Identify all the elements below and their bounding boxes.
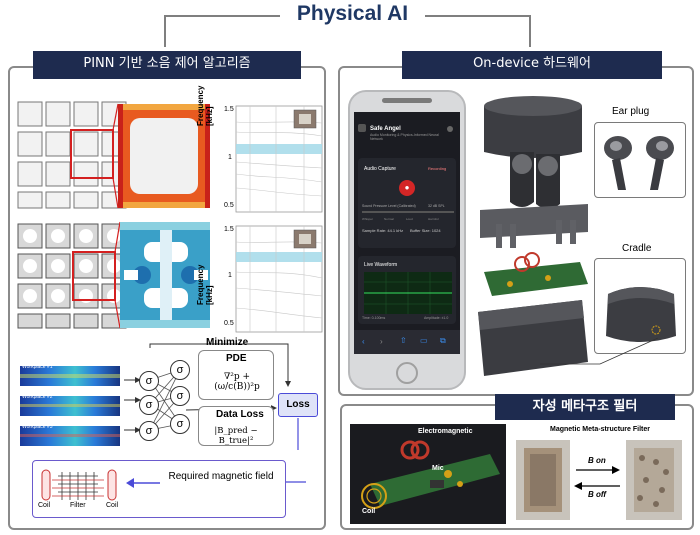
workplace-2-label: Workplace #2: [22, 394, 53, 400]
pde-box: [198, 350, 274, 400]
required-field-label: Required magnetic field: [168, 471, 274, 482]
plot2-tick-1: 1.5: [224, 226, 234, 233]
nn-node-3: σ: [139, 421, 159, 441]
electromagnetic-label: Electromagnetic: [418, 428, 473, 435]
nn-node-1: σ: [139, 371, 159, 391]
coil-label-left: Coil: [38, 502, 51, 509]
nn-node-6: σ: [170, 414, 190, 434]
nn-node-4: σ: [170, 360, 190, 380]
buffer-size: Buffer Size: 1024: [410, 228, 441, 233]
cradle-pointer: [540, 337, 659, 365]
workplace-spectrograms: [20, 366, 120, 446]
title-connector: [164, 15, 531, 47]
filter-title: Magnetic Meta-structure Filter: [550, 426, 650, 433]
amplitude-label: Amplitude: ±1.0: [424, 316, 449, 320]
coil-label-right: Coil: [106, 502, 119, 509]
ear-plug-label: Ear plug: [612, 106, 650, 117]
back-icon[interactable]: ‹: [362, 337, 365, 346]
data-loss-title: Data Loss: [216, 409, 264, 420]
audio-capture-card: [358, 158, 456, 248]
b-on-label: B on: [588, 456, 606, 465]
scale-whisper: Whisper: [362, 217, 374, 221]
minimize-label: Minimize: [206, 337, 249, 348]
b-off-label: B off: [588, 490, 607, 499]
filter-panel-header: 자성 메타구조 필터: [495, 394, 675, 420]
tabs-icon[interactable]: ⧉: [440, 336, 446, 345]
share-icon[interactable]: ⇧: [400, 336, 407, 345]
coil-label: Coil: [362, 508, 376, 515]
lattice-simulation-figure: [17, 101, 323, 333]
feedback-link: [286, 481, 306, 483]
nn-node-5: σ: [170, 386, 190, 406]
mic-label: Mic: [432, 465, 444, 472]
recording-status: Recording: [428, 166, 447, 171]
plot1-tick-2: 1: [228, 154, 232, 161]
workplace-3-label: Workplace #3: [22, 424, 53, 430]
left-panel-header: PINN 기반 소음 제어 알고리즘: [33, 51, 301, 79]
phone-home-button[interactable]: [396, 362, 418, 384]
pde-title: PDE: [226, 353, 247, 364]
sample-rate: Sample Rate: 44.1 kHz: [362, 228, 404, 233]
waveform-title: Live Waveform: [364, 262, 398, 268]
scale-normal: Normal: [384, 217, 394, 221]
waveform-plot: [364, 272, 452, 314]
scale-harmful: Harmful: [428, 217, 439, 221]
data-loss-box: [198, 406, 274, 446]
record-button[interactable]: ●: [399, 180, 415, 196]
pressure-meter: [362, 211, 454, 213]
coil-filter-diagram: [41, 469, 117, 501]
phone-toolbar: [354, 330, 460, 354]
phone-speaker: [382, 98, 432, 103]
meta-filter-images: [516, 440, 682, 520]
exploded-earbud-case: [478, 96, 588, 376]
required-field-arrow: [126, 478, 160, 488]
plot1-ylabel: Frequency [kHz]: [196, 85, 214, 126]
cradle-label: Cradle: [622, 243, 652, 254]
plot2-tick-2: 1: [228, 272, 232, 279]
cradle-image: [606, 287, 676, 342]
workplace-1-label: Workplace #1: [22, 364, 53, 370]
pcb-render: [350, 424, 506, 524]
bookmarks-icon[interactable]: ▭: [420, 336, 428, 345]
app-subtitle: Audio Monitoring & Physics-Informed Neur…: [370, 133, 439, 141]
required-field-box: [32, 460, 286, 518]
ear-plug-image: [604, 136, 674, 190]
pde-equation: ∇²p + (ω/c(B))²p: [214, 372, 260, 392]
plot2-ylabel: Frequency [kHz]: [196, 264, 214, 305]
forward-icon[interactable]: ›: [380, 337, 383, 346]
right-panel-header: On-device 하드웨어: [402, 51, 662, 79]
plot2-tick-3: 0.5: [224, 320, 234, 327]
loss-box: Loss: [278, 393, 318, 417]
data-loss-equation: |B_pred − B_true|²: [214, 426, 258, 446]
app-title: Safe Angel: [370, 126, 401, 132]
app-icon: [358, 124, 366, 132]
page-title: Physical AI: [296, 2, 409, 25]
ear-plug-box: [594, 122, 686, 198]
capture-title: Audio Capture: [364, 166, 396, 172]
time-label: Time: 0-100ms: [362, 316, 386, 320]
pressure-label: Sound Pressure Level (Calibrated): [362, 204, 416, 208]
app-menu-icon[interactable]: [447, 126, 453, 132]
plot1-tick-1: 1.5: [224, 106, 234, 113]
nn-node-2: σ: [139, 395, 159, 415]
filter-label: Filter: [70, 502, 86, 509]
scale-loud: Loud: [406, 217, 413, 221]
pressure-value: 32 dB SPL: [428, 204, 445, 208]
plot1-tick-3: 0.5: [224, 202, 234, 209]
